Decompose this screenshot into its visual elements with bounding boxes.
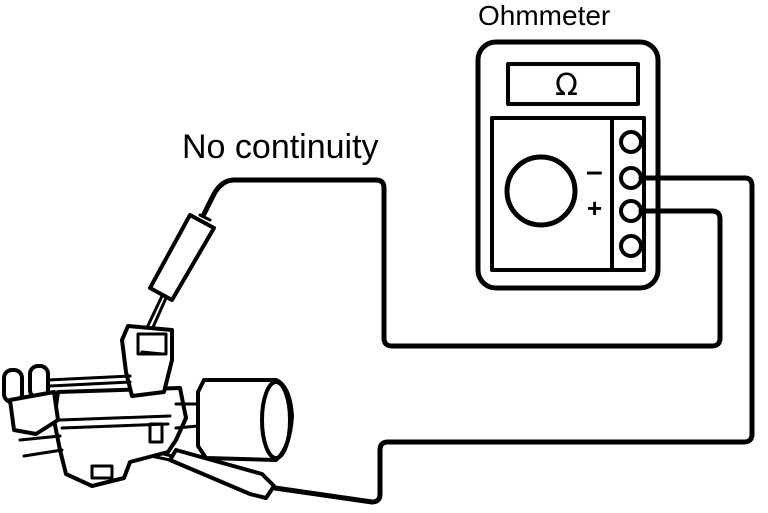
ohmmeter-label: Ohmmeter bbox=[478, 0, 611, 31]
upper-probe bbox=[142, 213, 216, 336]
component-assembly bbox=[2, 324, 294, 488]
terminal-plus bbox=[619, 199, 643, 223]
terminal-4 bbox=[619, 234, 643, 258]
ohmmeter-display bbox=[506, 62, 640, 106]
wire-plus-lead bbox=[201, 177, 723, 349]
no-continuity-label: No continuity bbox=[182, 128, 379, 166]
ohmmeter-dial bbox=[504, 154, 578, 228]
plus-terminal-label: + bbox=[587, 193, 603, 223]
terminal-1 bbox=[619, 130, 643, 154]
ohmmeter bbox=[475, 39, 661, 291]
wire-minus-lead bbox=[272, 175, 755, 505]
ohm-symbol: Ω bbox=[555, 68, 578, 103]
minus-terminal-label: – bbox=[586, 155, 603, 188]
ohmmeter-panel bbox=[490, 116, 646, 272]
terminal-minus bbox=[619, 166, 643, 190]
ohmmeter-case bbox=[475, 39, 661, 291]
